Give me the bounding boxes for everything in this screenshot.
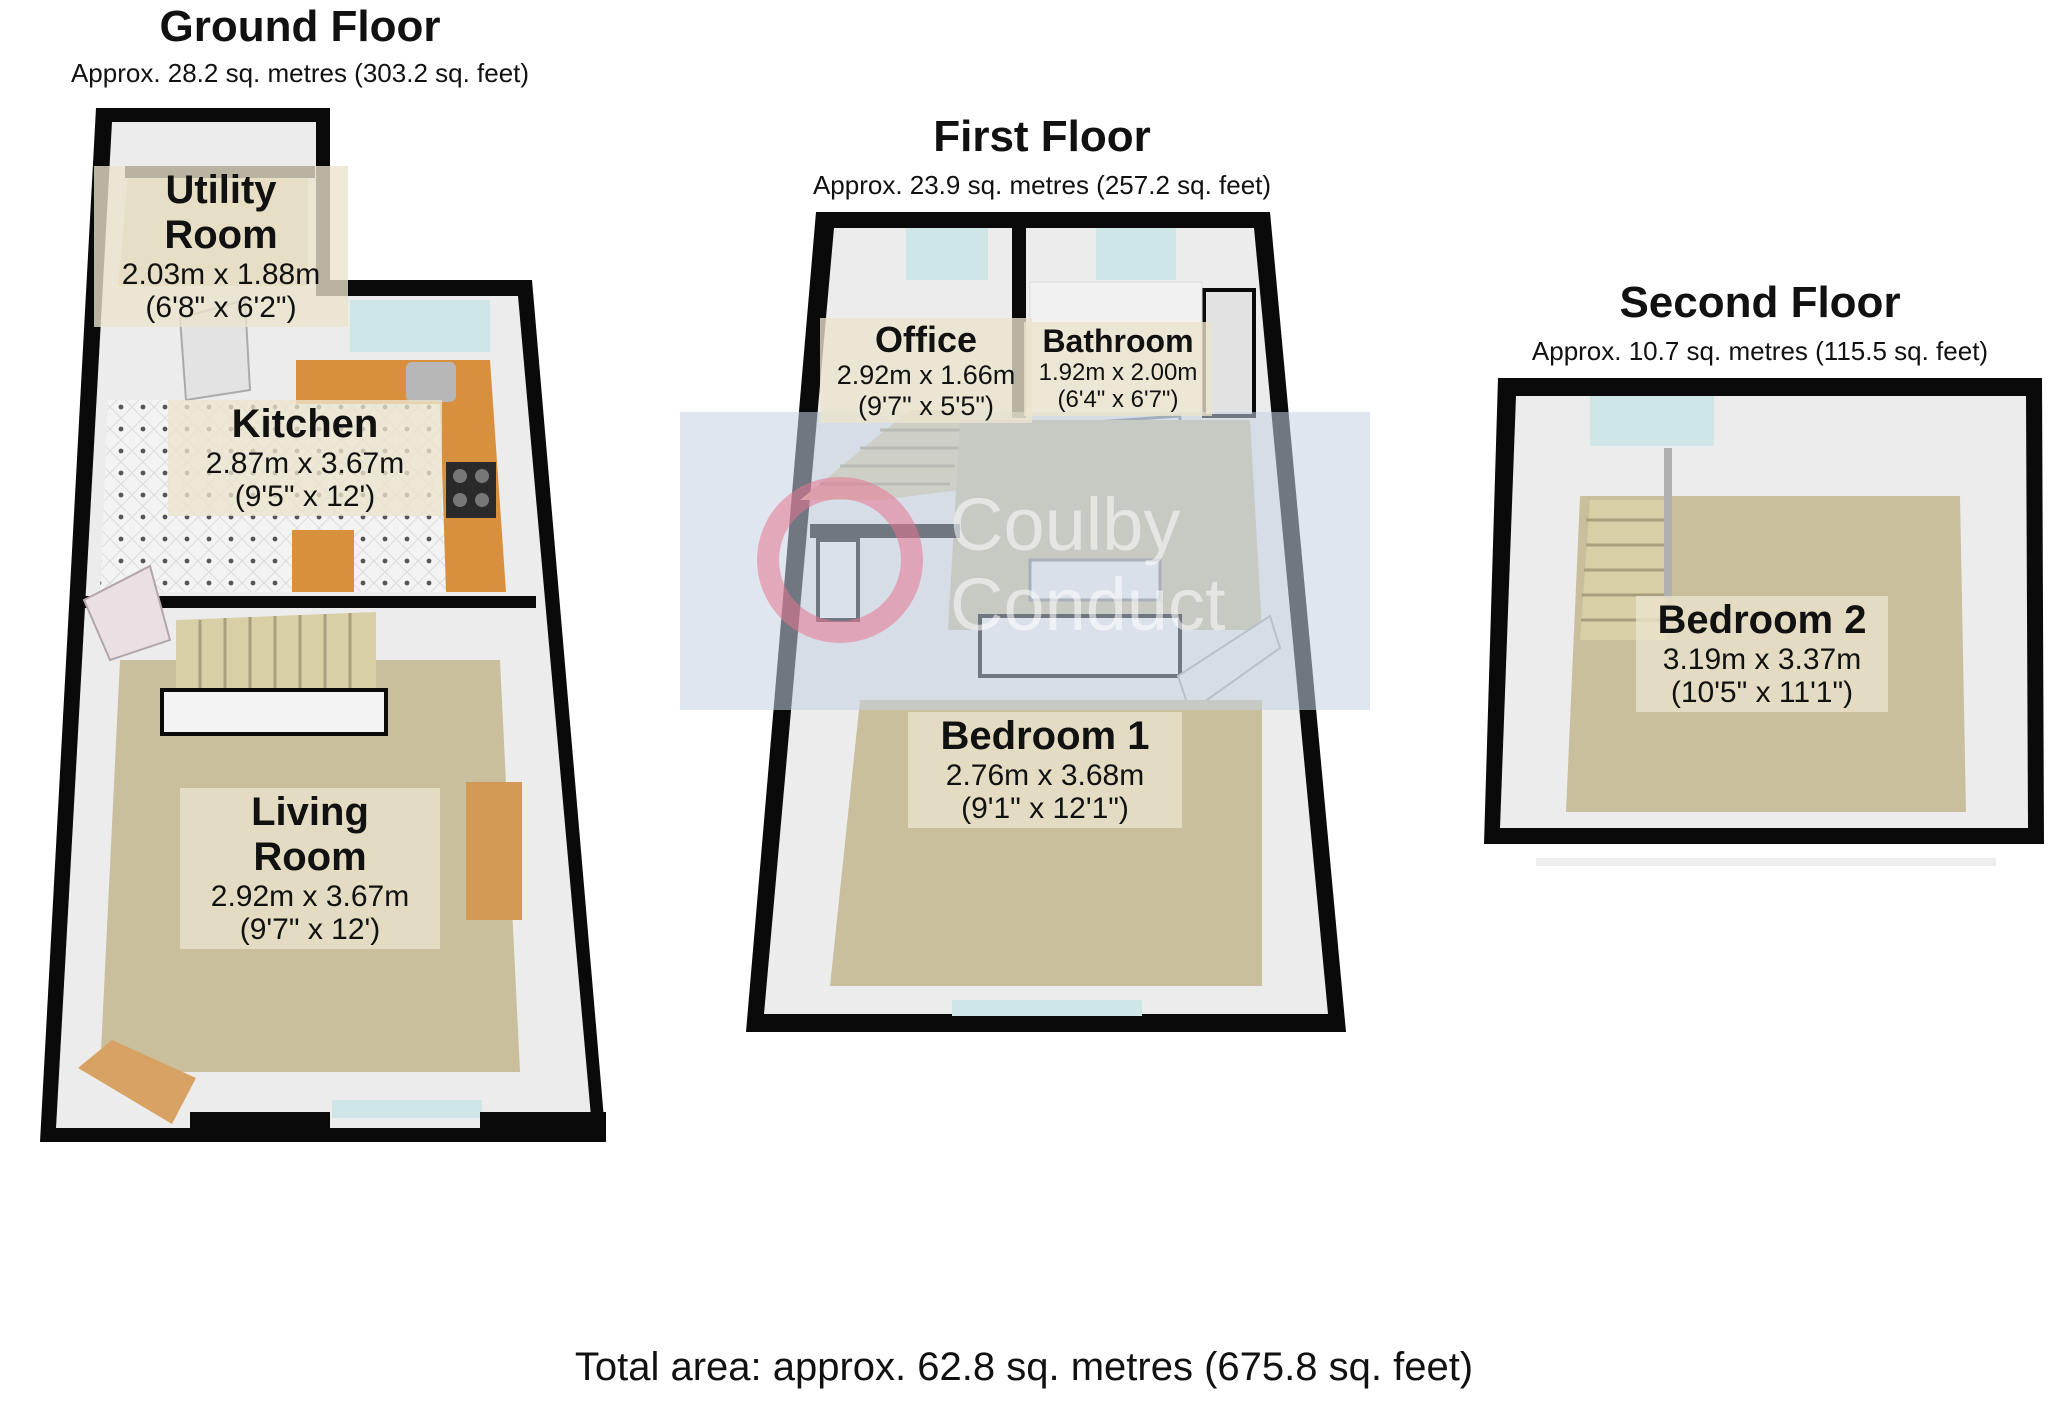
room-dimensions-metric: 1.92m x 2.00m <box>1038 358 1198 386</box>
ground-floor-divider-wall <box>80 596 536 608</box>
room-name: Kitchen <box>231 402 379 446</box>
room-label-bedroom-2: Bedroom 2 3.19m x 3.37m (10'5" x 11'1") <box>1636 596 1888 712</box>
room-dimensions-imperial: (9'1" x 12'1") <box>961 792 1129 826</box>
room-dimensions-imperial: (6'4" x 6'7") <box>1057 385 1179 413</box>
bedroom-1-window <box>952 1000 1142 1016</box>
room-name: Bedroom 1 <box>940 714 1150 758</box>
room-dimensions-metric: 2.87m x 3.67m <box>205 446 405 480</box>
first-floor-area: Approx. 23.9 sq. metres (257.2 sq. feet) <box>812 170 1272 200</box>
room-label-office: Office 2.92m x 1.66m (9'7" x 5'5") <box>820 318 1032 423</box>
bathroom-window <box>1096 228 1176 280</box>
room-dimensions-metric: 2.76m x 3.68m <box>945 758 1145 792</box>
room-label-bathroom: Bathroom 1.92m x 2.00m (6'4" x 6'7") <box>1024 322 1212 416</box>
second-floor-title: Second Floor <box>1619 278 1901 327</box>
room-dimensions-metric: 2.03m x 1.88m <box>121 257 321 291</box>
front-door <box>78 1040 196 1124</box>
room-dimensions-metric: 2.92m x 3.67m <box>210 879 410 913</box>
hob-icon <box>446 462 496 518</box>
ground-floor-area: Approx. 28.2 sq. metres (303.2 sq. feet) <box>70 58 530 88</box>
first-floor-title: First Floor <box>933 112 1151 161</box>
ground-floor-title: Ground Floor <box>159 2 441 51</box>
watermark-line1: Coulby <box>950 483 1180 566</box>
kitchen-window <box>350 300 490 352</box>
understairs-door <box>82 564 172 662</box>
ground-floor-stairs <box>160 612 388 736</box>
room-dimensions-imperial: (9'5" x 12') <box>234 480 376 514</box>
room-name: Bedroom 2 <box>1657 598 1867 642</box>
room-dimensions-metric: 3.19m x 3.37m <box>1662 642 1862 676</box>
room-name: Living Room <box>251 790 369 879</box>
room-name: Utility Room <box>164 168 278 257</box>
watermark-logo <box>757 477 923 643</box>
kitchen-table <box>292 530 354 592</box>
room-label-utility: Utility Room 2.03m x 1.88m (6'8" x 6'2") <box>94 166 348 327</box>
office-window <box>906 228 988 280</box>
room-dimensions-imperial: (6'8" x 6'2") <box>145 291 297 325</box>
bedroom-2-window <box>1590 396 1714 446</box>
second-floor-area: Approx. 10.7 sq. metres (115.5 sq. feet) <box>1531 336 1989 366</box>
room-dimensions-imperial: (10'5" x 11'1") <box>1670 676 1854 710</box>
total-area: Total area: approx. 62.8 sq. metres (675… <box>574 1345 1474 1389</box>
kitchen-worktop <box>296 360 506 592</box>
living-room-window <box>332 1100 482 1118</box>
room-dimensions-imperial: (9'7" x 12') <box>239 913 381 947</box>
watermark-line2: Conduct <box>950 563 1226 646</box>
room-dimensions-imperial: (9'7" x 5'5") <box>857 390 995 421</box>
room-label-bedroom-1: Bedroom 1 2.76m x 3.68m (9'1" x 12'1") <box>908 712 1182 828</box>
room-label-kitchen: Kitchen 2.87m x 3.67m (9'5" x 12') <box>168 400 442 516</box>
watermark-box <box>680 412 1370 710</box>
room-name: Office <box>874 319 978 360</box>
room-dimensions-metric: 2.92m x 1.66m <box>836 360 1016 391</box>
room-label-living-room: Living Room 2.92m x 3.67m (9'7" x 12') <box>180 788 440 949</box>
room-name: Bathroom <box>1042 323 1194 359</box>
living-room-sideboard <box>466 782 522 920</box>
sink-icon <box>406 362 456 402</box>
